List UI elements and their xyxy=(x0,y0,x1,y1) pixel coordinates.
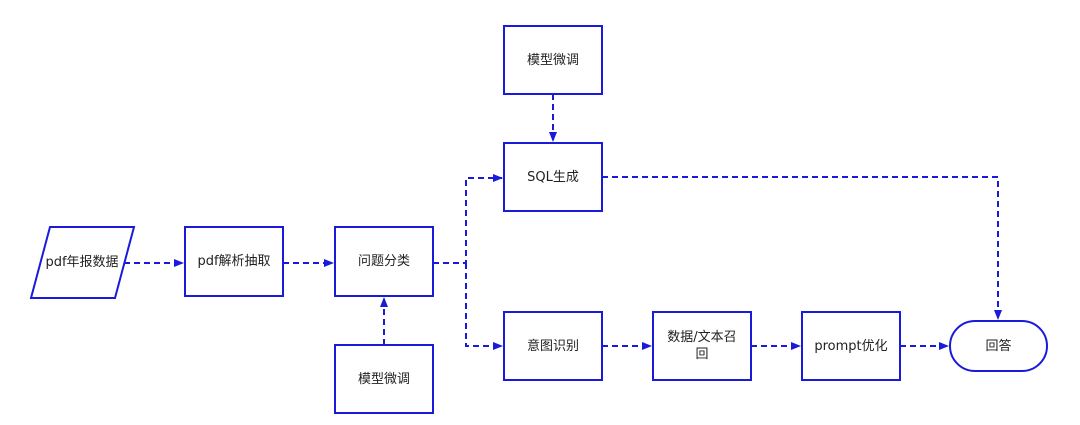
pdf-parse-label: pdf解析抽取 xyxy=(197,254,271,269)
finetune-top-box xyxy=(503,25,603,95)
answer-terminal xyxy=(949,320,1048,372)
question-classify-label: 问题分类 xyxy=(357,254,410,269)
edge-classify-to-intent xyxy=(465,263,503,350)
pdf-data-label: pdf年报数据 xyxy=(45,255,119,270)
prompt-opt-label: prompt优化 xyxy=(814,338,888,354)
intent-box xyxy=(503,311,603,381)
pdf-parse-box xyxy=(184,226,284,297)
edge-classify-to-sql xyxy=(433,174,503,264)
recall-box xyxy=(652,311,752,381)
edge-sql-to-answer xyxy=(602,176,1002,320)
sql-gen-label: SQL生成 xyxy=(527,169,579,185)
intent-label: 意图识别 xyxy=(526,338,579,354)
recall-label: 数据/文本召回 xyxy=(667,330,737,362)
answer-label: 回答 xyxy=(985,338,1012,354)
question-classify-box xyxy=(334,226,434,297)
finetune-top-label: 模型微调 xyxy=(526,52,579,68)
finetune-bottom-box xyxy=(334,344,434,414)
sql-gen-box xyxy=(503,142,603,212)
finetune-bottom-label: 模型微调 xyxy=(357,371,410,387)
pdf-data-parallelogram xyxy=(29,226,136,299)
